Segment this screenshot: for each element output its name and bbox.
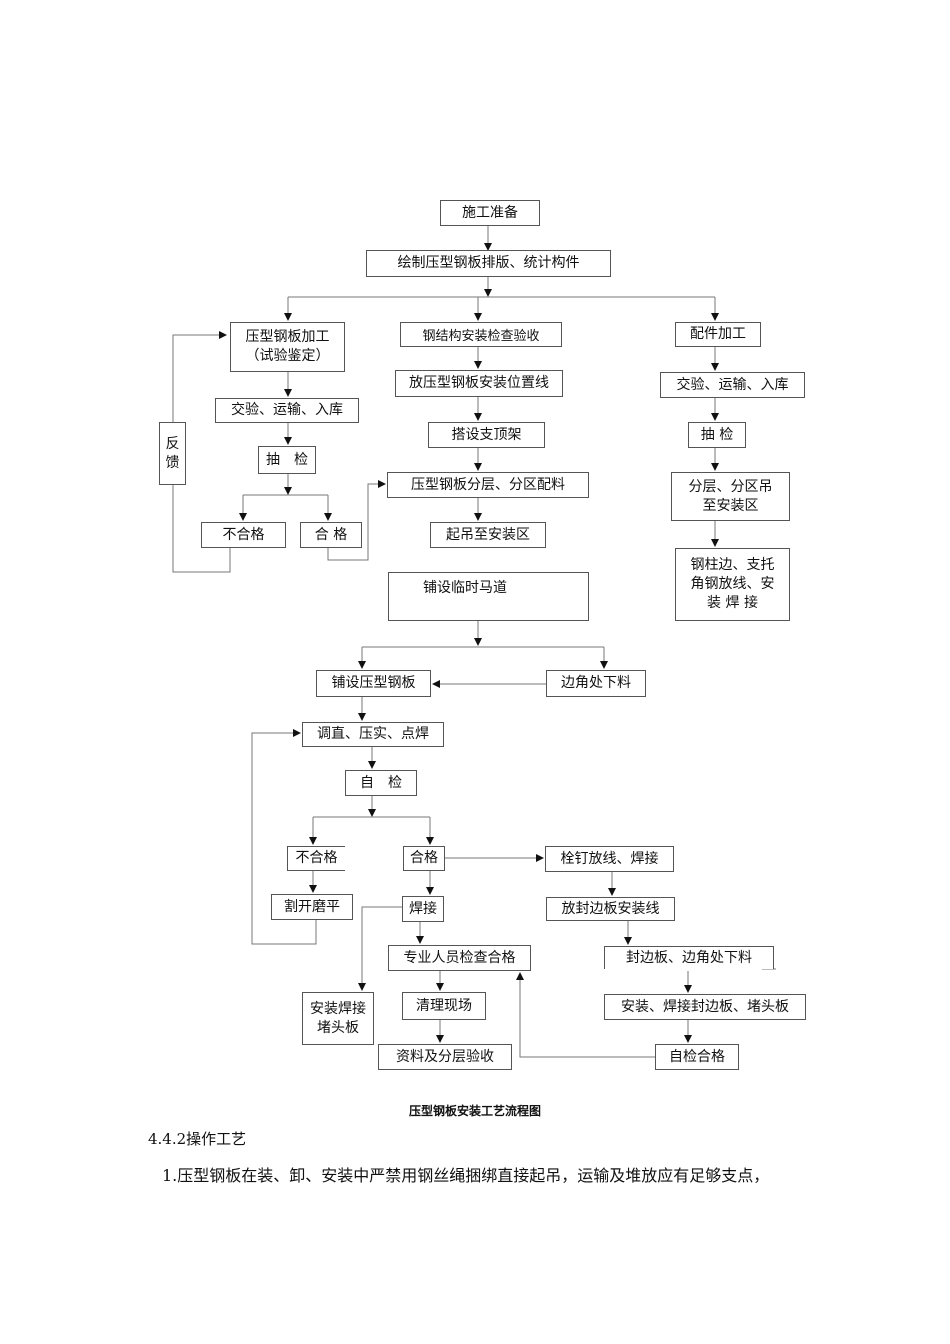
section-number: 4.4.2 <box>148 1130 187 1148</box>
right-transport-box: 交验、运输、入库 <box>660 372 805 398</box>
left-inspect-box: 抽 检 <box>258 446 316 474</box>
steel-structure-acceptance-box: 钢结构安装检查验收 <box>400 322 562 347</box>
section-title: 操作工艺 <box>186 1130 247 1148</box>
right-zone-box: 分层、分区吊 至安装区 <box>671 472 790 521</box>
column-setout-box: 钢柱边、支托 角钢放线、安 装 焊 接 <box>675 548 790 621</box>
install-fail-box: 不合格 <box>287 846 345 871</box>
process-flowchart: 施工准备 绘制压型钢板排版、统计构件 压型钢板加工 （试验鉴定） 交验、运输、入… <box>159 200 806 1070</box>
stud-weld-box: 栓钉放线、焊接 <box>545 846 674 872</box>
left-fail-box: 不合格 <box>201 522 286 548</box>
section-heading: 4.4.2操作工艺 <box>148 1128 246 1149</box>
feedback-box: 反 馈 <box>159 422 186 485</box>
walkway-box: 铺设临时马道 <box>388 572 589 621</box>
edge-line-box: 放封边板安装线 <box>546 897 675 921</box>
cut-grind-box: 割开磨平 <box>271 894 353 920</box>
install-pass-box: 合格 <box>403 846 445 871</box>
left-transport-box: 交验、运输、入库 <box>215 398 359 423</box>
self-check-pass-box: 自检合格 <box>655 1044 739 1070</box>
plug-plate-box: 安装焊接 堵头板 <box>302 992 374 1045</box>
docs-acceptance-box: 资料及分层验收 <box>378 1044 512 1070</box>
plate-processing-box: 压型钢板加工 （试验鉴定） <box>230 322 345 372</box>
corner-cutting-box: 边角处下料 <box>546 670 646 697</box>
lift-box: 起吊至安装区 <box>430 522 546 548</box>
support-frame-box: 搭设支顶架 <box>428 422 545 448</box>
start-box: 施工准备 <box>440 200 540 226</box>
lay-plate-box: 铺设压型钢板 <box>316 670 431 697</box>
weld-box: 焊接 <box>402 896 444 922</box>
layer-zone-box: 压型钢板分层、分区配料 <box>387 472 589 498</box>
expert-check-box: 专业人员检查合格 <box>388 945 531 971</box>
figure-caption: 压型钢板安装工艺流程图 <box>408 1104 541 1118</box>
adjust-box: 调直、压实、点焊 <box>302 722 444 747</box>
flowchart-connectors <box>172 226 776 1058</box>
draw-layout-box: 绘制压型钢板排版、统计构件 <box>366 250 611 277</box>
body-paragraph: 1.压型钢板在装、卸、安装中严禁用钢丝绳捆绑直接起吊，运输及堆放应有足够支点， <box>162 1166 770 1185</box>
accessory-processing-box: 配件加工 <box>675 322 761 347</box>
right-inspect-box: 抽 检 <box>688 422 746 448</box>
install-edge-plate-box: 安装、焊接封边板、堵头板 <box>604 994 806 1020</box>
clean-site-box: 清理现场 <box>402 992 486 1020</box>
edge-plate-cut-box: 封边板、边角处下料 <box>604 946 774 969</box>
setout-line-box: 放压型钢板安装位置线 <box>395 370 563 397</box>
self-check-box: 自 检 <box>345 770 417 796</box>
left-pass-box: 合 格 <box>300 522 362 548</box>
